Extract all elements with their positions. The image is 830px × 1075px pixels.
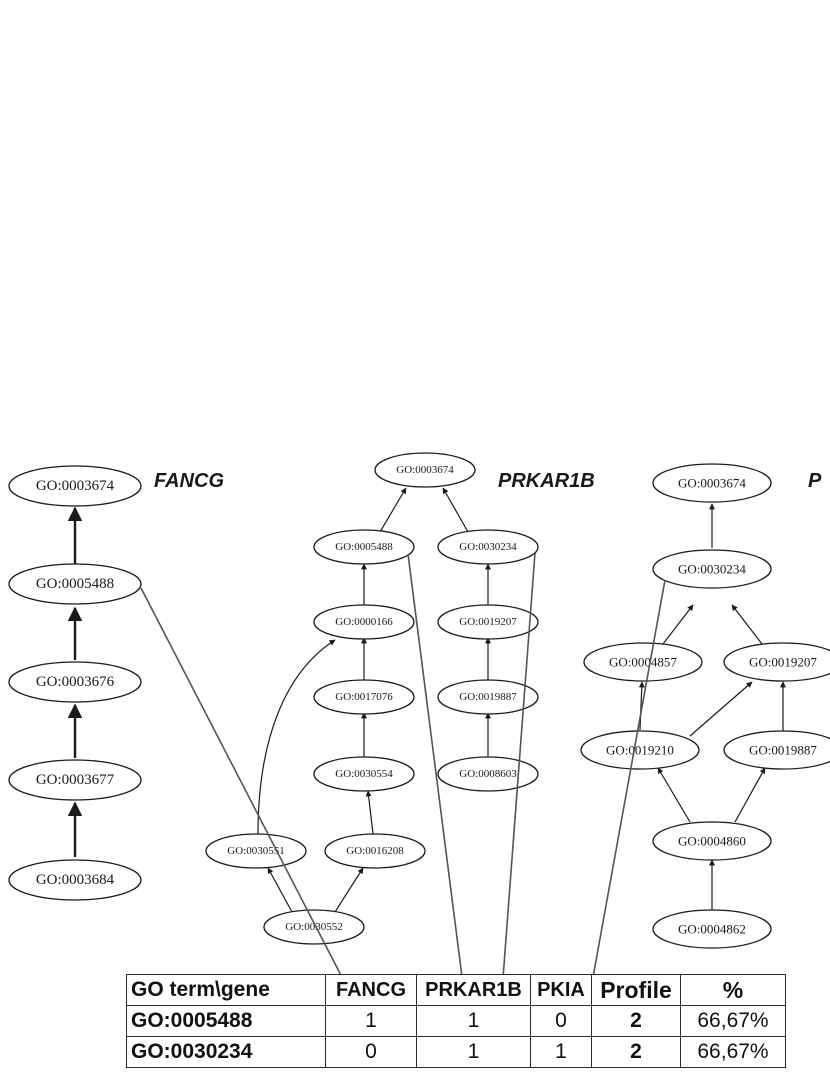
gene-label-pkia-partial: P xyxy=(808,470,822,492)
fancg-node: GO:0003674 xyxy=(8,465,142,507)
svg-text:GO:0004862: GO:0004862 xyxy=(678,922,746,937)
prkar1b-node: GO:0003674 xyxy=(374,452,476,488)
svg-text:GO:0003684: GO:0003684 xyxy=(36,872,115,888)
header-percent: % xyxy=(680,974,786,1006)
pkia-node: GO:0004862 xyxy=(652,909,772,949)
pkia-node: GO:0003674 xyxy=(652,463,772,503)
cell-pkia: 1 xyxy=(530,1036,592,1068)
pkia-nodes: GO:0003674 GO:0030234 GO:0004857 GO:0019… xyxy=(580,463,830,949)
svg-text:GO:0008603: GO:0008603 xyxy=(459,768,517,780)
svg-text:GO:0030234: GO:0030234 xyxy=(678,562,746,577)
svg-text:GO:0005488: GO:0005488 xyxy=(335,541,393,553)
cell-fancg: 0 xyxy=(325,1036,417,1068)
header-fancg: FANCG xyxy=(325,974,417,1006)
fancg-node: GO:0003677 xyxy=(8,759,142,801)
header-prkar1b: PRKAR1B xyxy=(416,974,531,1006)
pkia-node: GO:0019207 xyxy=(723,642,830,682)
prkar1b-node: GO:0030554 xyxy=(313,756,415,792)
svg-text:GO:0019887: GO:0019887 xyxy=(459,691,517,703)
header-go-term-gene: GO term\gene xyxy=(126,974,326,1006)
prkar1b-node: GO:0030552 xyxy=(263,909,365,945)
svg-text:GO:0019887: GO:0019887 xyxy=(749,743,817,758)
svg-text:GO:0030554: GO:0030554 xyxy=(335,768,393,780)
pkia-node: GO:0019210 xyxy=(580,730,700,770)
svg-text:GO:0019207: GO:0019207 xyxy=(749,655,817,670)
pkia-node: GO:0004857 xyxy=(583,642,703,682)
svg-text:GO:0005488: GO:0005488 xyxy=(36,576,114,592)
svg-text:GO:0000166: GO:0000166 xyxy=(335,616,393,628)
prkar1b-node: GO:0016208 xyxy=(324,833,426,869)
svg-text:GO:0019210: GO:0019210 xyxy=(606,743,674,758)
prkar1b-edges xyxy=(257,487,491,913)
svg-text:GO:0003676: GO:0003676 xyxy=(36,674,115,690)
svg-text:GO:0003677: GO:0003677 xyxy=(36,772,115,788)
svg-text:GO:0003674: GO:0003674 xyxy=(36,478,115,494)
cell-pkia: 0 xyxy=(530,1005,592,1037)
cell-profile: 2 xyxy=(591,1005,681,1037)
prkar1b-node: GO:0000166 xyxy=(313,604,415,640)
svg-text:GO:0030234: GO:0030234 xyxy=(459,541,517,553)
row-go-term: GO:0005488 xyxy=(126,1005,326,1037)
table-row: GO:0030234 0 1 1 2 66,67% xyxy=(126,1036,786,1068)
cell-percent: 66,67% xyxy=(680,1005,786,1037)
prkar1b-node: GO:0019887 xyxy=(437,679,539,715)
prkar1b-nodes: GO:0003674 GO:0005488 GO:0030234 GO:0000… xyxy=(205,452,539,945)
pkia-node: GO:0030234 xyxy=(652,549,772,589)
fancg-node: GO:0005488 xyxy=(8,563,142,605)
svg-text:GO:0030552: GO:0030552 xyxy=(285,921,342,933)
cell-prkar1b: 1 xyxy=(416,1005,531,1037)
gene-label-prkar1b: PRKAR1B xyxy=(498,470,595,492)
header-profile: Profile xyxy=(591,974,681,1006)
cell-prkar1b: 1 xyxy=(416,1036,531,1068)
svg-text:GO:0017076: GO:0017076 xyxy=(335,691,393,703)
svg-text:GO:0019207: GO:0019207 xyxy=(459,616,517,628)
svg-text:GO:0004857: GO:0004857 xyxy=(609,655,677,670)
gene-label-fancg: FANCG xyxy=(154,470,224,492)
prkar1b-node: GO:0030551 xyxy=(205,833,307,869)
fancg-nodes: GO:0003674 GO:0005488 GO:0003676 GO:0003… xyxy=(8,465,142,901)
prkar1b-node: GO:0030234 xyxy=(437,529,539,565)
pkia-node: GO:0004860 xyxy=(652,821,772,861)
prkar1b-node: GO:0019207 xyxy=(437,604,539,640)
fancg-node: GO:0003684 xyxy=(8,859,142,901)
go-profile-table: GO term\gene FANCG PRKAR1B PKIA Profile … xyxy=(126,974,786,1068)
cell-profile: 2 xyxy=(591,1036,681,1068)
svg-text:GO:0003674: GO:0003674 xyxy=(678,476,746,491)
table-header-row: GO term\gene FANCG PRKAR1B PKIA Profile … xyxy=(126,974,786,1006)
table-row: GO:0005488 1 1 0 2 66,67% xyxy=(126,1005,786,1037)
pkia-node: GO:0019887 xyxy=(723,730,830,770)
svg-text:GO:0016208: GO:0016208 xyxy=(346,845,404,857)
cell-percent: 66,67% xyxy=(680,1036,786,1068)
table-pointers xyxy=(140,552,666,1061)
prkar1b-node: GO:0008603 xyxy=(437,756,539,792)
svg-text:GO:0004860: GO:0004860 xyxy=(678,834,746,849)
header-pkia: PKIA xyxy=(530,974,592,1006)
fancg-node: GO:0003676 xyxy=(8,661,142,703)
prkar1b-node: GO:0017076 xyxy=(313,679,415,715)
svg-text:GO:0003674: GO:0003674 xyxy=(396,464,454,476)
cell-fancg: 1 xyxy=(325,1005,417,1037)
prkar1b-node: GO:0005488 xyxy=(313,529,415,565)
row-go-term: GO:0030234 xyxy=(126,1036,326,1068)
svg-text:GO:0030551: GO:0030551 xyxy=(227,845,284,857)
pkia-edges xyxy=(638,503,786,910)
